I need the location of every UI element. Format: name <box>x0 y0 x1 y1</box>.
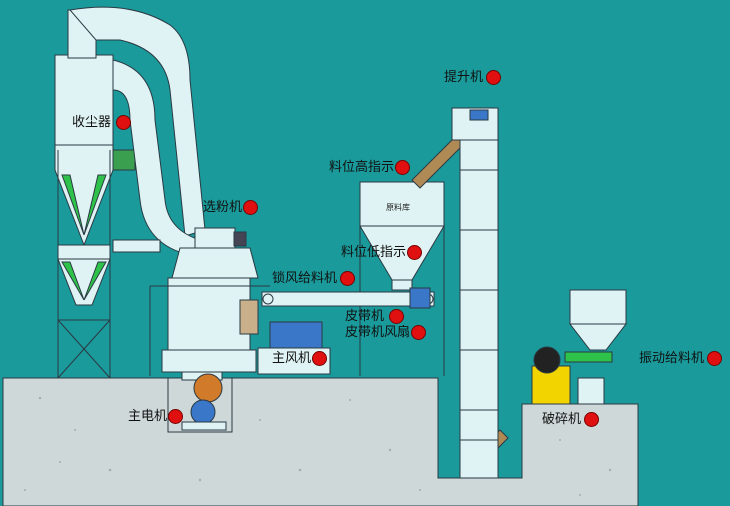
label-main-fan: 主风机 <box>272 351 312 366</box>
marker-airlock-feeder[interactable] <box>340 271 355 286</box>
label-belt-fan: 皮带机风扇 <box>345 325 411 340</box>
crusher-drawing <box>531 346 605 405</box>
label-classifier: 选粉机 <box>203 200 243 215</box>
marker-low-level-indicator[interactable] <box>407 245 422 260</box>
marker-crusher[interactable] <box>584 412 599 427</box>
label-low-level-indicator: 料位低指示 <box>341 245 407 260</box>
raw-silo <box>359 181 445 376</box>
main-fan-drawing <box>257 321 331 375</box>
label-main-motor: 主电机 <box>128 409 168 424</box>
marker-high-level-indicator[interactable] <box>395 160 410 175</box>
marker-main-motor[interactable] <box>168 409 183 424</box>
label-vibrating-feeder: 振动给料机 <box>639 351 705 366</box>
marker-main-fan[interactable] <box>312 351 327 366</box>
label-airlock-feeder: 锁风给料机 <box>272 271 338 286</box>
marker-belt-conveyor[interactable] <box>389 309 404 324</box>
belt-conveyor-drawing <box>261 287 435 309</box>
marker-dust-collector[interactable] <box>116 115 131 130</box>
label-dust-collector: 收尘器 <box>72 115 112 130</box>
main-motor-drawing <box>181 373 227 431</box>
marker-belt-fan[interactable] <box>411 325 426 340</box>
marker-classifier[interactable] <box>243 200 258 215</box>
label-bucket-elevator: 提升机 <box>444 70 484 85</box>
grinding-mill <box>149 227 270 381</box>
marker-bucket-elevator[interactable] <box>486 70 501 85</box>
label-belt-conveyor: 皮带机 <box>345 309 385 324</box>
bucket-elevator-drawing <box>451 107 499 479</box>
ground-speckles <box>24 396 612 496</box>
silo-text: 原料库 <box>386 203 410 212</box>
label-high-level-indicator: 料位高指示 <box>329 160 395 175</box>
marker-vibrating-feeder[interactable] <box>707 351 722 366</box>
air-duct <box>69 6 206 256</box>
vibrating-feeder-drawing <box>564 289 628 363</box>
label-crusher: 破碎机 <box>542 412 582 427</box>
